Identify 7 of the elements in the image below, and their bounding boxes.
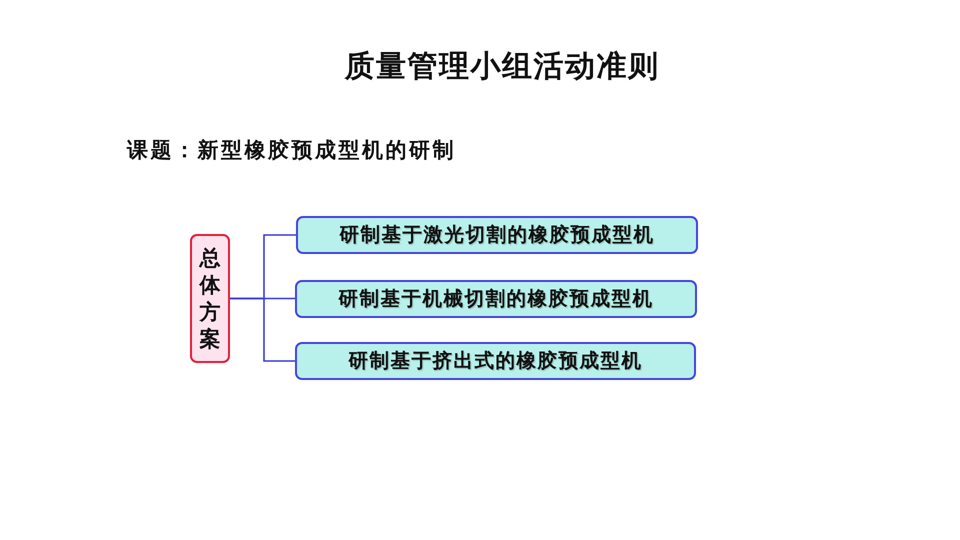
process-box: 研制基于机械切割的橡胶预成型机 xyxy=(295,280,697,318)
title: 质量管理小组活动准则 xyxy=(344,49,660,84)
process-box: 研制基于激光切割的橡胶预成型机 xyxy=(296,216,698,254)
plan-box: 总体方案 xyxy=(190,234,230,363)
subtitle: 课题：新型橡胶预成型机的研制 xyxy=(127,137,456,164)
connector-line xyxy=(230,298,295,362)
process-box: 研制基于挤出式的橡胶预成型机 xyxy=(295,342,696,380)
